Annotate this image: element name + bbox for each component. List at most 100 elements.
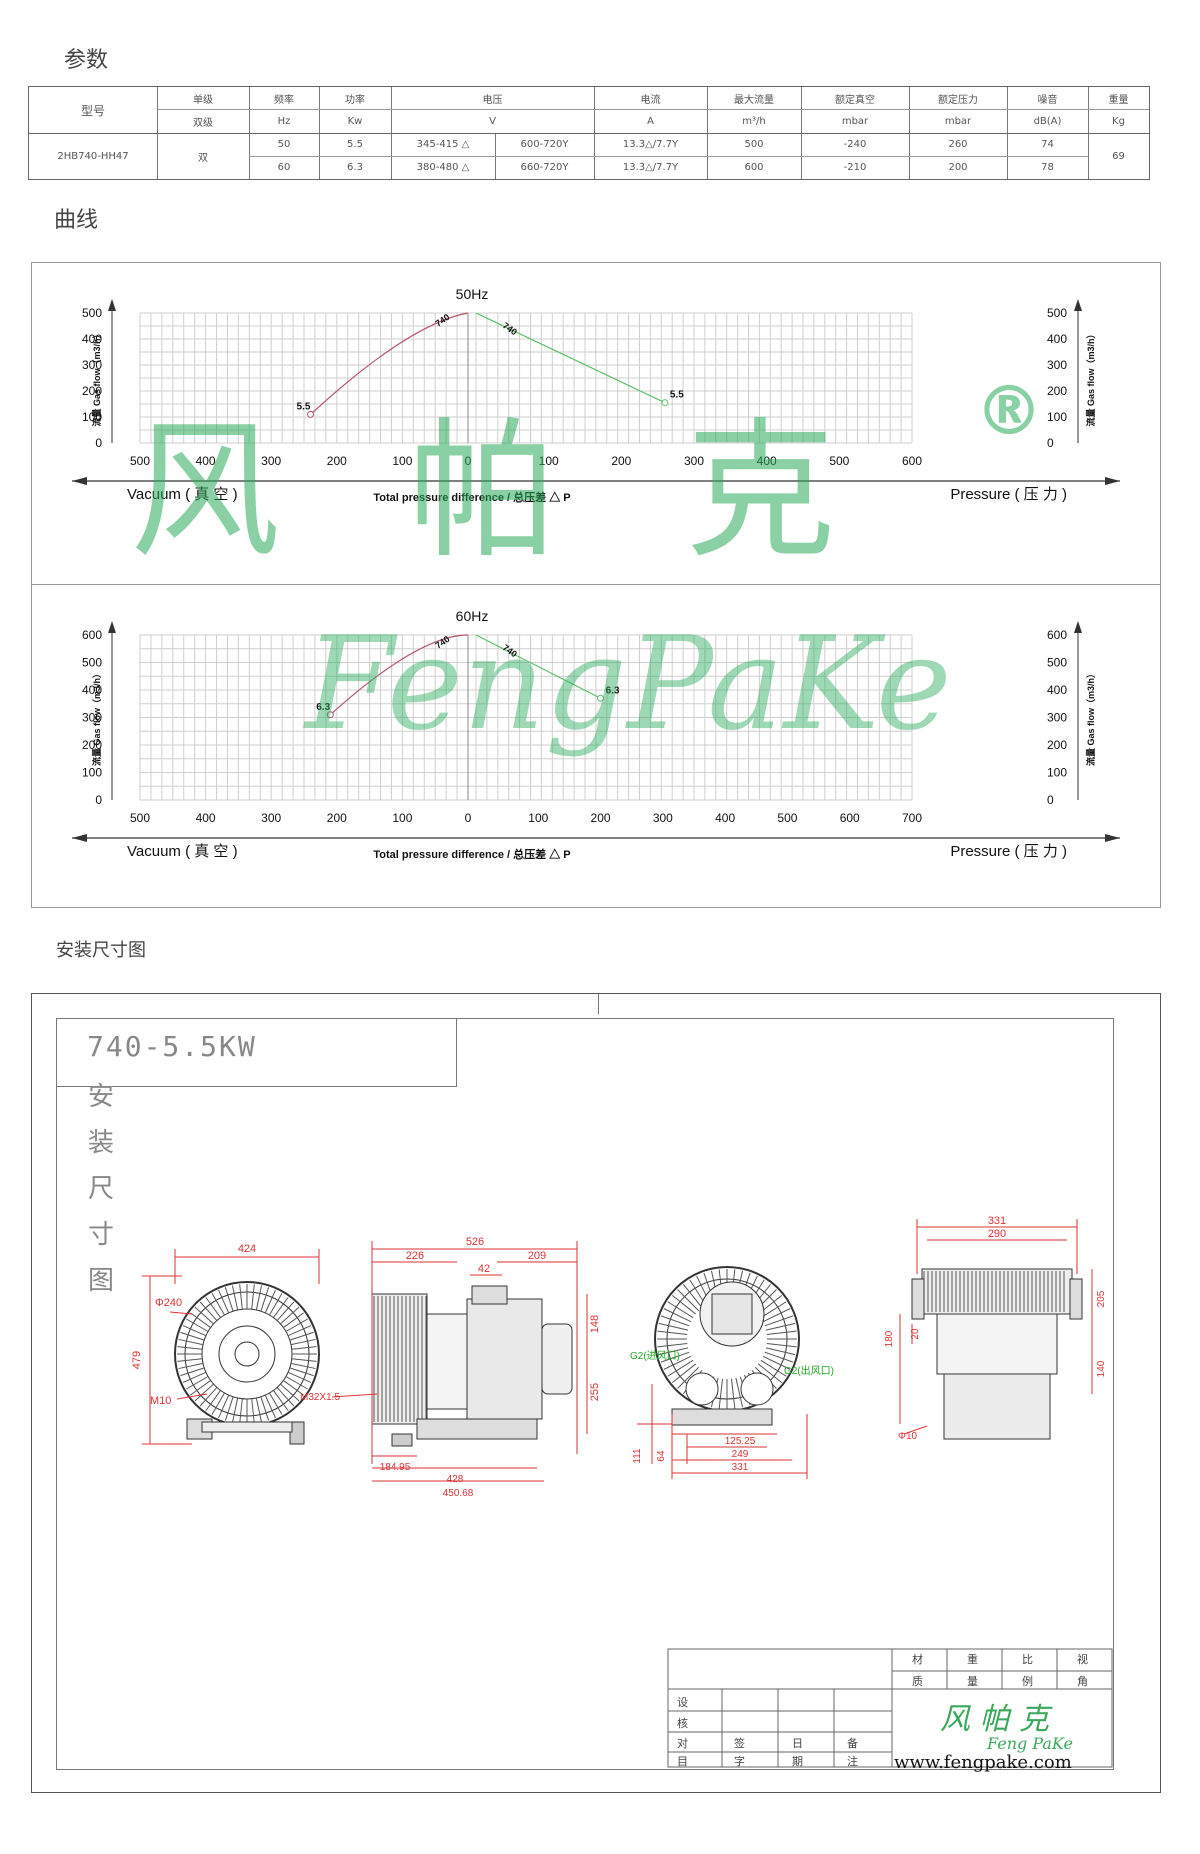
- tb-weight-bottom: 量: [967, 1675, 978, 1688]
- y-axis-right-arrow: [1074, 621, 1082, 633]
- back-view: [654, 1266, 800, 1426]
- dim-184-95: 184.95: [380, 1462, 411, 1473]
- y-tick-left: 200: [82, 384, 102, 398]
- x-axis-arrow-left: [72, 477, 87, 485]
- x-tick-pressure: 300: [653, 811, 673, 825]
- y-tick-left: 0: [95, 436, 102, 450]
- dim-20: 20: [910, 1328, 921, 1340]
- x-tick-pressure: 200: [591, 811, 611, 825]
- row1-current: 13.3△/7.7Y: [622, 139, 679, 150]
- x-tick-vacuum: 0: [465, 811, 472, 825]
- unit-stage: 双级: [193, 117, 213, 129]
- x-tick-vacuum: 500: [130, 811, 150, 825]
- y-tick-left: 100: [82, 766, 102, 780]
- y-axis-label-right: 流量 Gas flow（m3/h）: [1085, 329, 1096, 426]
- pressure-label: Pressure ( 压 力 ): [950, 486, 1067, 503]
- x-axis-label: Total pressure difference / 总压差 △ P: [373, 847, 570, 861]
- row1-kw: 5.5: [347, 139, 363, 150]
- unit-weight: Kg: [1112, 115, 1125, 127]
- unit-rated-pressure: mbar: [944, 115, 972, 127]
- y-tick-right: 100: [1047, 410, 1067, 424]
- x-tick-vacuum: 100: [392, 811, 412, 825]
- series-line-vacuum: [310, 312, 469, 415]
- dim-479: 479: [131, 1351, 143, 1369]
- unit-noise: dB(A): [1033, 115, 1062, 127]
- x-tick-pressure: 200: [611, 454, 631, 468]
- header-rated-vacuum: 额定真空: [835, 94, 875, 106]
- x-axis-label: Total pressure difference / 总压差 △ P: [373, 490, 570, 504]
- y-tick-right: 0: [1047, 793, 1054, 807]
- series-endpoint-pressure: [597, 694, 605, 702]
- drawing-title: 740-5.5KW: [87, 1030, 257, 1063]
- row2-pressure: 200: [948, 162, 968, 173]
- y-tick-right: 100: [1047, 766, 1067, 780]
- dim-g2-outlet: G2(出风口): [784, 1364, 834, 1377]
- tb-logo-cn: 风 帕 克: [940, 1702, 1050, 1737]
- y-tick-right: 300: [1047, 358, 1067, 372]
- weight-value: 69: [1112, 150, 1125, 162]
- series-label-pressure: 5.5: [670, 390, 684, 401]
- unit-max-flow: m³/h: [742, 115, 766, 127]
- series-line-pressure: [475, 634, 601, 699]
- row1-voltage-star: 600-720Y: [520, 139, 569, 150]
- title-block: [667, 1648, 1113, 1768]
- header-stage: 单级: [193, 94, 213, 106]
- row2-kw: 6.3: [347, 162, 363, 173]
- x-tick-vacuum: 500: [130, 454, 150, 468]
- row2-current: 13.3△/7.7Y: [622, 162, 679, 173]
- series-line-pressure: [475, 312, 666, 404]
- section-title-install: 安装尺寸图: [56, 940, 146, 961]
- y-tick-right: 200: [1047, 738, 1067, 752]
- y-axis-right-arrow: [1074, 299, 1082, 311]
- y-tick-left: 300: [82, 711, 102, 725]
- x-tick-pressure: 300: [684, 454, 704, 468]
- tb-weight-top: 重: [967, 1653, 978, 1666]
- x-tick-pressure: 500: [829, 454, 849, 468]
- dim-phi240: Φ240: [155, 1297, 182, 1309]
- tb-note: 注: [847, 1755, 858, 1768]
- back-dims: [637, 1384, 808, 1479]
- header-power: 功率: [345, 94, 365, 106]
- watermark-cn: 风 帕 克: [130, 405, 876, 579]
- y-axis-left-arrow: [108, 299, 116, 311]
- tb-item: 目: [677, 1755, 688, 1768]
- dim-m32: M32X1.5: [300, 1392, 340, 1403]
- header-max-flow: 最大流量: [734, 94, 774, 106]
- tb-scale-top: 比: [1022, 1653, 1033, 1666]
- unit-power: Kw: [347, 115, 363, 127]
- vacuum-label: Vacuum ( 真 空 ): [127, 485, 238, 503]
- dim-331-back: 331: [732, 1462, 749, 1473]
- dim-64: 64: [656, 1450, 667, 1462]
- spec-table: 型号 单级 频率 功率 电压 电流 最大流量 额定真空 额定压力 噪音 重量 双…: [28, 86, 1150, 180]
- row2-voltage-star: 660-720Y: [520, 162, 569, 173]
- dim-428: 428: [447, 1474, 464, 1485]
- y-tick-left: 0: [95, 793, 102, 807]
- x-tick-vacuum: 400: [196, 454, 216, 468]
- dim-450-68: 450.68: [443, 1488, 474, 1499]
- x-tick-vacuum: 0: [465, 454, 472, 468]
- drawing-vertical-label: 安 装 尺 寸 图: [88, 1082, 115, 1296]
- tb-view-top: 视: [1077, 1653, 1088, 1666]
- series-name-pressure: 740: [501, 320, 519, 337]
- dim-331-top: 331: [988, 1215, 1006, 1227]
- unit-voltage: V: [489, 115, 496, 127]
- series-endpoint-vacuum: [326, 711, 334, 719]
- x-tick-vacuum: 400: [196, 811, 216, 825]
- dim-226: 226: [406, 1250, 424, 1262]
- x-axis-arrow-left: [72, 834, 87, 842]
- header-noise: 噪音: [1037, 94, 1058, 106]
- tb-sign: 签: [734, 1737, 745, 1750]
- x-tick-pressure: 700: [902, 811, 922, 825]
- y-tick-left: 300: [82, 358, 102, 372]
- dim-148: 148: [589, 1315, 601, 1333]
- x-tick-pressure: 400: [715, 811, 735, 825]
- tb-proof: 对: [677, 1737, 688, 1750]
- y-tick-left: 500: [82, 306, 102, 320]
- chart-title: 50Hz: [456, 286, 489, 302]
- chart-title: 60Hz: [456, 608, 489, 624]
- top-view: [911, 1268, 1083, 1440]
- stage-value: 双: [198, 152, 208, 164]
- dim-249: 249: [732, 1449, 749, 1460]
